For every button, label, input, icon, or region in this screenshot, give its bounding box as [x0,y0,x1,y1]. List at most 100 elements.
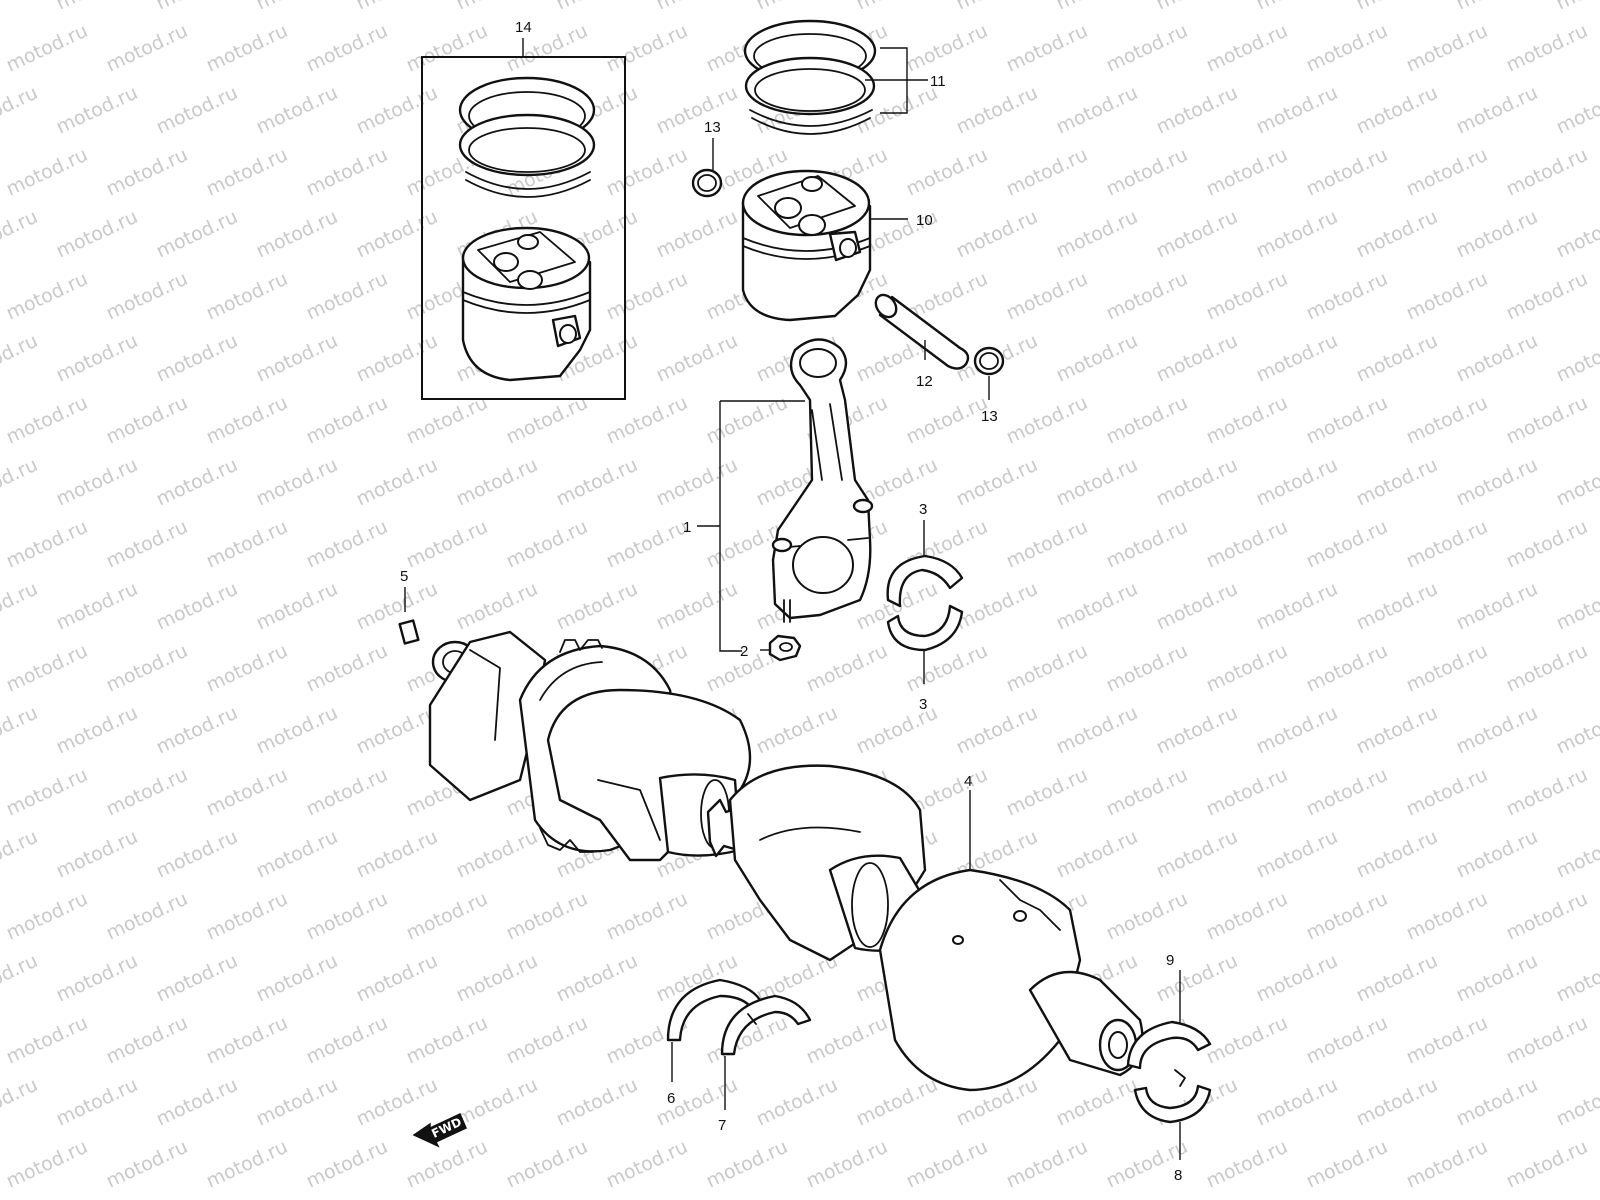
watermark-text: motod.ru [1203,1136,1291,1193]
watermark-text: motod.ru [153,206,241,263]
watermark-text: motod.ru [1453,454,1541,511]
watermark-text: motod.ru [603,144,691,201]
thrust-bearing-upper-9[interactable] [1126,1020,1212,1070]
watermark-text: motod.ru [1553,950,1600,1007]
watermark-text: motod.ru [853,0,941,15]
watermark-text: motod.ru [3,640,91,697]
watermark-text: motod.ru [353,0,441,15]
leader-lines [404,38,1181,1160]
watermark-text: motod.ru [3,1012,91,1069]
watermark-text: motod.ru [1153,0,1241,15]
crankshaft[interactable] [428,630,1144,1092]
watermark-text: motod.ru [53,950,141,1007]
callout-13-upper: 13 [704,119,721,136]
watermark-text: motod.ru [403,1012,491,1069]
watermark-text: motod.ru [1553,330,1600,387]
piston-pin-circlip-lower[interactable] [973,346,1005,376]
watermark-text: motod.ru [1303,764,1391,821]
watermark-text: motod.ru [103,640,191,697]
watermark-text: motod.ru [1353,702,1441,759]
watermark-text: motod.ru [153,454,241,511]
thrust-bearing-lower-8[interactable] [1133,1069,1212,1124]
watermark-text: motod.ru [753,1074,841,1131]
watermark-text: motod.ru [3,516,91,573]
watermark-text: motod.ru [0,578,41,635]
watermark-text: motod.ru [403,20,491,77]
watermark-text: motod.ru [303,20,391,77]
watermark-text: motod.ru [1153,826,1241,883]
watermark-text: motod.ru [953,0,1041,15]
watermark-text: motod.ru [303,268,391,325]
watermark-text: motod.ru [753,0,841,15]
watermark-text: motod.ru [603,516,691,573]
watermark-text: motod.ru [153,1074,241,1131]
watermark-text: motod.ru [1253,1074,1341,1131]
watermark-text: motod.ru [403,1136,491,1193]
watermark-text: motod.ru [803,640,891,697]
piston[interactable] [741,169,872,322]
watermark-text: motod.ru [1553,82,1600,139]
watermark-text: motod.ru [1503,268,1591,325]
conrod-bearing-upper[interactable] [886,554,964,608]
watermark-text: motod.ru [253,454,341,511]
watermark-text: motod.ru [1053,0,1141,15]
watermark-text: motod.ru [253,330,341,387]
watermark-text: motod.ru [503,888,591,945]
watermark-text: motod.ru [353,578,441,635]
conrod-bearing-lower[interactable] [886,604,964,652]
watermark-text: motod.ru [1303,516,1391,573]
forward-direction-arrow: FWD [412,1112,467,1148]
watermark-text: motod.ru [3,392,91,449]
watermark-text: motod.ru [453,1074,541,1131]
watermark-text: motod.ru [1503,888,1591,945]
watermark-text: motod.ru [1353,454,1441,511]
watermark-text: motod.ru [353,702,441,759]
callout-11: 11 [930,73,946,90]
watermark-text: motod.ru [253,1074,341,1131]
watermark-text: motod.ru [1003,1136,1091,1193]
piston-pin[interactable] [872,291,970,370]
watermark-text: motod.ru [1553,826,1600,883]
watermark-text: motod.ru [1353,950,1441,1007]
watermark-text: motod.ru [353,330,441,387]
watermark-text: motod.ru [1003,144,1091,201]
watermark-text: motod.ru [1353,82,1441,139]
watermark-text: motod.ru [1553,1074,1600,1131]
watermark-text: motod.ru [953,454,1041,511]
watermark-text: motod.ru [1103,392,1191,449]
watermark-text: motod.ru [1253,454,1341,511]
watermark-text: motod.ru [1453,950,1541,1007]
watermark-text: motod.ru [1503,20,1591,77]
watermark-text: motod.ru [1253,578,1341,635]
callout-6: 6 [667,1090,675,1107]
watermark-text: motod.ru [53,330,141,387]
piston-set-kit[interactable] [421,56,626,400]
watermark-text: motod.ru [353,206,441,263]
conrod-nut[interactable] [768,634,802,662]
dowel-pin[interactable] [398,619,420,645]
piston-set-piston [461,226,592,382]
watermark-text: motod.ru [53,206,141,263]
watermark-text: motod.ru [1453,82,1541,139]
piston-ring-set[interactable] [743,19,877,135]
watermark-text: motod.ru [1353,0,1441,15]
connecting-rod[interactable] [771,338,874,623]
watermark-text: motod.ru [1453,578,1541,635]
main-bearing-lower-7[interactable] [720,994,812,1056]
watermark-text: motod.ru [1153,330,1241,387]
watermark-text: motod.ru [0,82,41,139]
watermark-text: motod.ru [403,516,491,573]
watermark-text: motod.ru [1203,392,1291,449]
watermark-text: motod.ru [1403,20,1491,77]
watermark-text: motod.ru [253,950,341,1007]
piston-pin-circlip-upper[interactable] [691,168,723,198]
watermark-text: motod.ru [1053,82,1141,139]
watermark-text: motod.ru [353,82,441,139]
watermark-text: motod.ru [1203,516,1291,573]
watermark-text: motod.ru [1253,330,1341,387]
watermark-text: motod.ru [0,330,41,387]
watermark-text: motod.ru [603,888,691,945]
callout-3-lower: 3 [919,696,927,713]
watermark-text: motod.ru [653,206,741,263]
